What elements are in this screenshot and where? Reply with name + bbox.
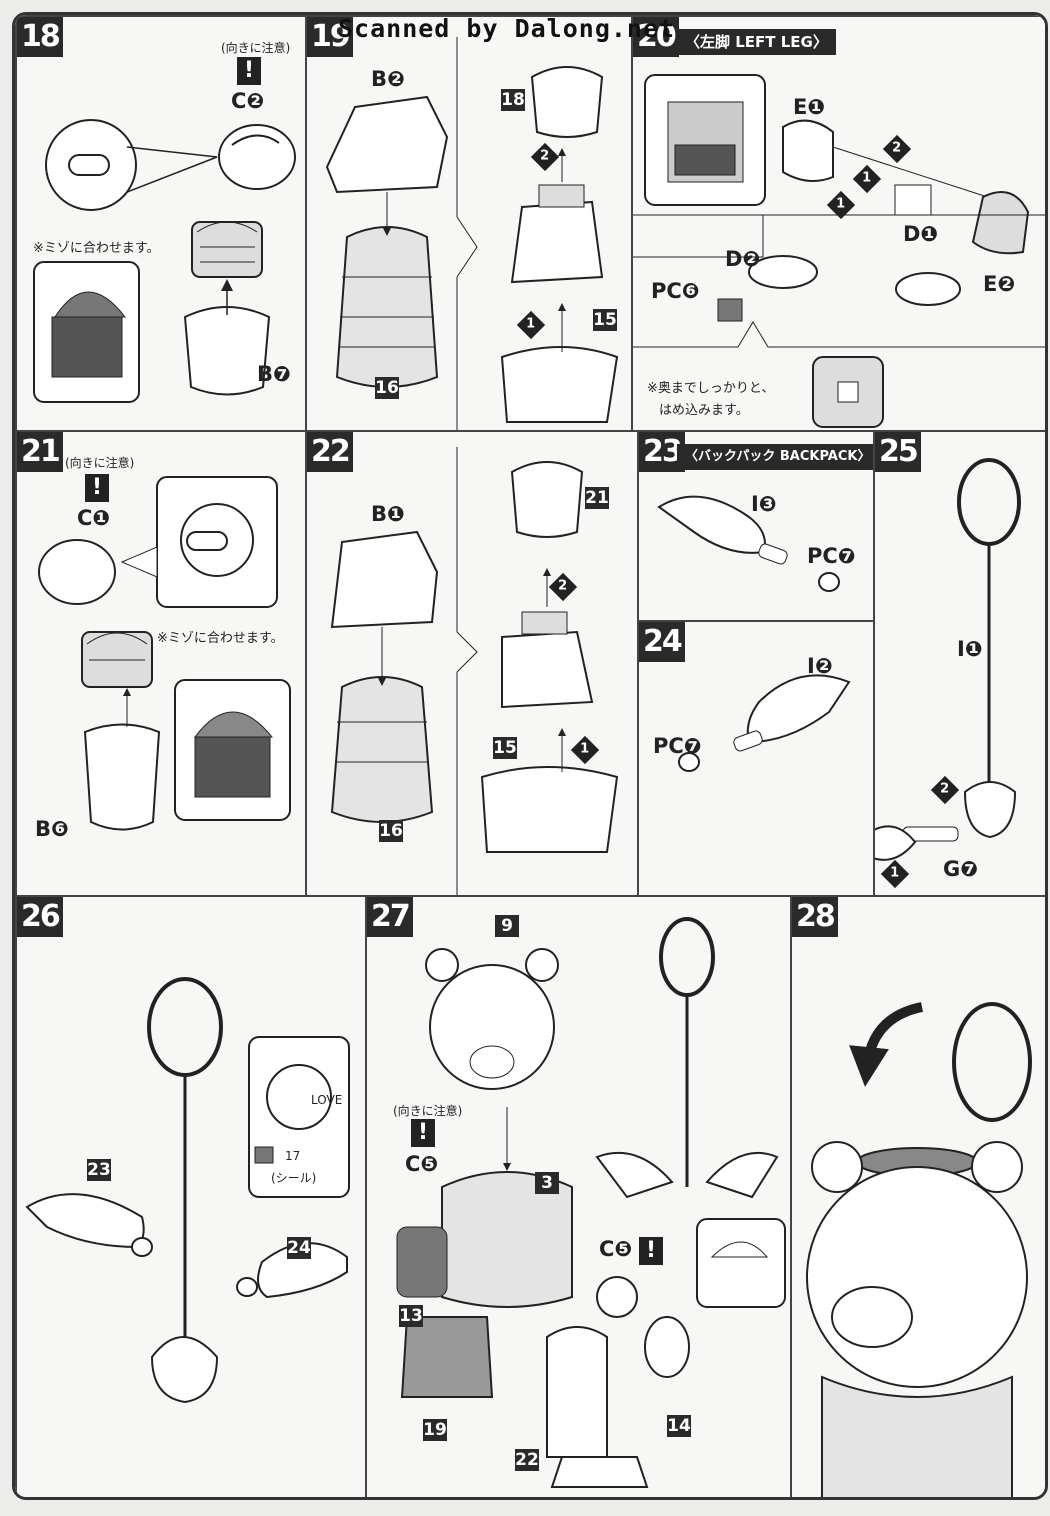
step-number: 21 [17,432,63,472]
step-18-illustration [33,119,296,403]
step-number: 27 [367,897,413,937]
step-19-panel: 19 B❷ 18 2 1 15 16 [305,15,635,434]
step-number: 19 [307,17,353,57]
step-number: 18 [17,17,63,57]
step-20-illustration [633,74,1045,428]
part-label-d2: D❷ [725,247,761,271]
step-24-panel: 24 I❷ PC❼ [637,620,877,899]
step-26-illustration [25,977,350,1404]
ref-23: 23 [87,1159,111,1181]
step-24-illustration [678,674,851,772]
ref-15: 15 [593,309,617,331]
part-label-pc7: PC❼ [807,544,856,568]
ref-19: 19 [423,1419,447,1441]
part-label-e2: E❷ [983,272,1016,296]
ref-13: 13 [399,1305,423,1327]
part-label-c5: C❺ [405,1152,439,1176]
step-28-illustration [806,1002,1032,1497]
step-25-illustration [875,458,1021,861]
ref-18: 18 [501,89,525,111]
part-label-c1: C❶ [77,506,111,530]
ref-3: 3 [535,1172,559,1194]
step-27-panel: 27 9 (向きに注意) ! C❺ 3 C❺ ! 13 [365,895,794,1497]
part-label-c2: C❷ [231,89,265,113]
part-label-b1: B❶ [371,502,405,526]
groove-note: ※ミゾに合わせます。 [157,631,284,646]
step-26-panel: 26 23 24 LOVE 17 (シール) [15,895,369,1497]
part-label-g7: G❼ [943,857,979,881]
groove-note: ※ミゾに合わせます。 [33,241,160,256]
step-number: 25 [875,432,921,472]
warning-icon: ! [237,57,261,85]
caution-text: (向きに注意) [393,1104,463,1118]
step-number: 24 [639,622,685,662]
part-label-b7: B❼ [257,362,291,386]
step-22-panel: 22 B❶ 21 2 15 1 16 [305,430,641,899]
step-18-panel: 18 (向きに注意) ! C❷ ※ミゾに合わせます。 B❼ [15,15,309,434]
step-number: 22 [307,432,353,472]
part-label-i2: I❷ [807,654,833,678]
warning-icon: ! [85,474,109,502]
caution-text: (向きに注意) [221,41,291,55]
step-20-panel: 20 〈左脚 LEFT LEG〉 E❶ 2 1 1 D❶ D❷ E❷ PC❻ ※… [631,15,1045,434]
step-21-illustration [38,476,291,831]
step-27-illustration [396,917,786,1488]
caution-text: (向きに注意) [65,456,135,470]
ref-21: 21 [585,487,609,509]
step-number: 20 [633,17,679,57]
ref-9: 9 [495,915,519,937]
part-label-pc: PC❻ [651,279,700,303]
step-number: 26 [17,897,63,937]
step-21-panel: 21 (向きに注意) ! C❶ ※ミゾに合わせます。 B❻ [15,430,309,899]
part-label-e1: E❶ [793,95,826,119]
part-label-pc7: PC❼ [653,734,702,758]
ref-14: 14 [667,1415,691,1437]
watermark-text: Scanned by Dalong.net [338,14,676,43]
step-23-illustration [657,495,840,592]
step-22-illustration [330,447,619,897]
warning-icon: ! [411,1119,435,1147]
section-title: 〈左脚 LEFT LEG〉 [677,29,836,55]
instruction-sheet: 18 (向きに注意) ! C❷ ※ミゾに合わせます。 B❼ 19 B❷ [12,12,1048,1500]
step-19-illustration [325,37,619,432]
part-label-d1: D❶ [903,222,939,246]
part-label-i1: I❶ [957,637,983,661]
ref-16: 16 [379,820,403,842]
love-text: LOVE [311,1093,343,1107]
insert-note-line2: はめ込みます。 [659,403,749,418]
ref-15: 15 [493,737,517,759]
insert-note-line1: ※奥までしっかりと、 [647,381,775,396]
part-label-b2: B❷ [371,67,405,91]
ref-22: 22 [515,1449,539,1471]
sticker-label: (シール) [271,1171,317,1185]
warning-icon: ! [639,1237,663,1265]
section-title: 〈バックパック BACKPACK〉 [677,444,875,470]
step-number: 28 [792,897,838,937]
ref-24: 24 [287,1237,311,1259]
step-28-panel: 28 [790,895,1045,1497]
step-25-panel: 25 I❶ 2 I❺ G❼ 1 [873,430,1045,899]
part-label-c5b: C❺ [599,1237,633,1261]
ref-16: 16 [375,377,399,399]
part-label-i3: I❸ [751,492,777,516]
part-label-b6: B❻ [35,817,69,841]
sticker-number: 17 [285,1149,301,1163]
step-23-panel: 23 〈バックパック BACKPACK〉 I❸ PC❼ [637,430,877,624]
